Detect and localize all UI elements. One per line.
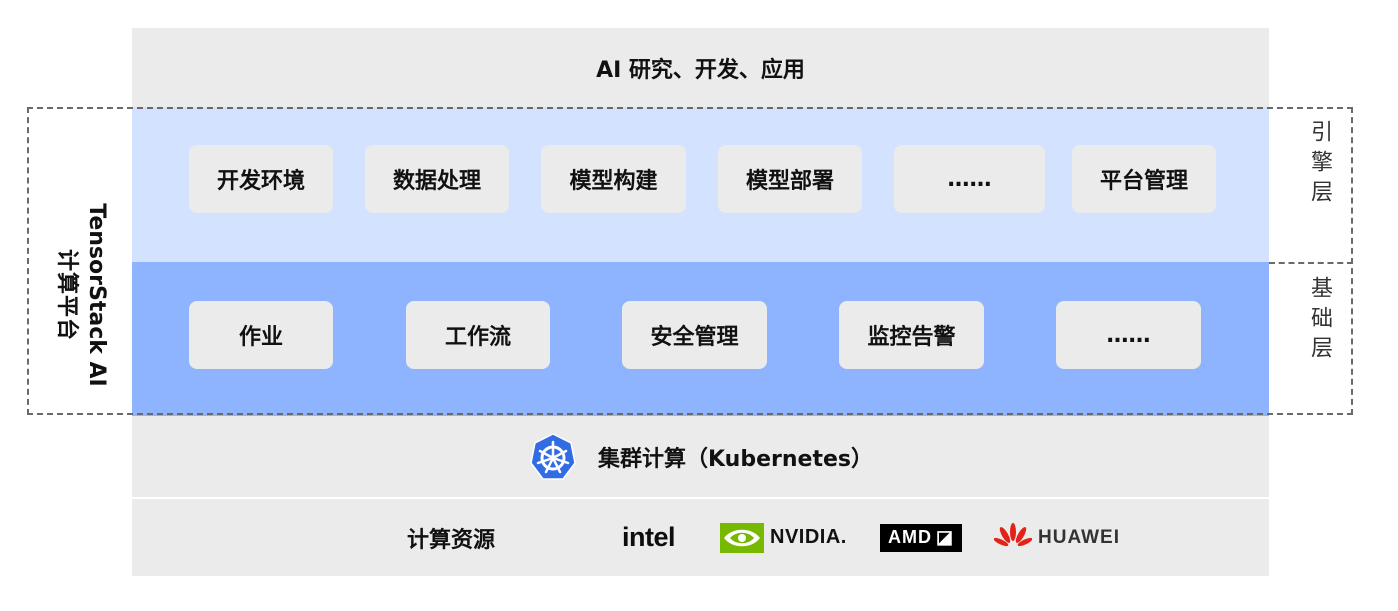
engine-item-data-processing[interactable]: 数据处理 — [365, 145, 509, 213]
huawei-logo-text: HUAWEI — [1038, 526, 1120, 548]
base-item-workflow[interactable]: 工作流 — [406, 301, 550, 369]
base-layer: 作业 工作流 安全管理 监控告警 …… — [132, 262, 1269, 416]
kubernetes-icon — [530, 432, 576, 480]
amd-logo: AMD◪ — [880, 499, 963, 576]
resources-band: 计算资源 intel NVIDIA. AMD◪ HUAWEI — [132, 499, 1269, 576]
nvidia-logo-text: NVIDIA. — [770, 526, 847, 548]
amd-logo-text: AMD — [888, 527, 932, 547]
engine-layer: 开发环境 数据处理 模型构建 模型部署 …… 平台管理 — [132, 107, 1269, 262]
research-title: AI 研究、开发、应用 — [596, 57, 805, 83]
intel-logo-text: intel — [622, 522, 676, 552]
base-item-jobs[interactable]: 作业 — [189, 301, 333, 369]
base-layer-label: 基础层 — [1307, 276, 1332, 366]
platform-title-line1: TensorStack AI — [84, 203, 109, 387]
cluster-label: 集群计算（Kubernetes） — [598, 446, 873, 472]
layer-divider — [1269, 262, 1353, 264]
platform-title: TensorStack AI 计算平台 — [46, 203, 116, 386]
base-item-security-mgmt[interactable]: 安全管理 — [622, 301, 767, 369]
engine-item-more[interactable]: …… — [894, 145, 1045, 213]
nvidia-logo: NVIDIA. — [720, 499, 847, 576]
platform-outline — [27, 107, 1353, 415]
platform-title-line2: 计算平台 — [54, 248, 79, 342]
engine-item-model-deploy[interactable]: 模型部署 — [718, 145, 862, 213]
resources-label: 计算资源 — [407, 527, 496, 553]
huawei-logo: HUAWEI — [994, 499, 1120, 576]
intel-logo: intel — [622, 499, 676, 576]
huawei-petals-icon — [994, 522, 1032, 546]
nvidia-eye-icon — [720, 522, 764, 553]
research-band: AI 研究、开发、应用 — [132, 28, 1269, 107]
cluster-band: 集群计算（Kubernetes） — [132, 416, 1269, 497]
engine-layer-label: 引擎层 — [1307, 120, 1332, 210]
base-item-more[interactable]: …… — [1056, 301, 1201, 369]
engine-item-platform-mgmt[interactable]: 平台管理 — [1072, 145, 1216, 213]
engine-item-dev-env[interactable]: 开发环境 — [189, 145, 333, 213]
engine-item-model-building[interactable]: 模型构建 — [541, 145, 686, 213]
base-item-monitoring[interactable]: 监控告警 — [839, 301, 984, 369]
